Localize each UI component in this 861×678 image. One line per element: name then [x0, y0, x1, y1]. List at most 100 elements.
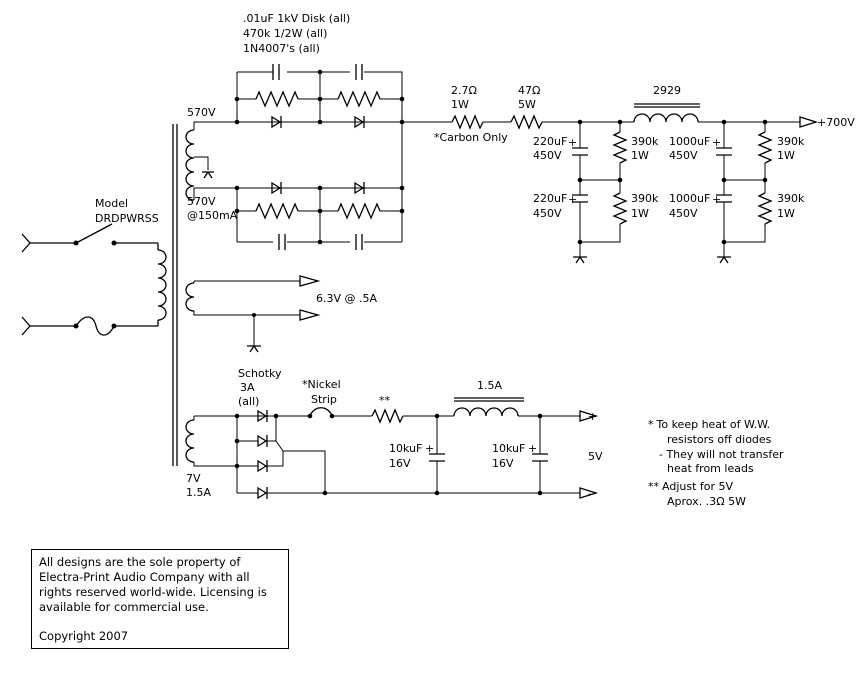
a15-label: 1.5A — [186, 486, 211, 499]
choke-hv-label: 2929 — [653, 84, 681, 97]
model-name-label: DRDPWRSS — [95, 212, 159, 225]
note2-line1: - They will not transfer — [659, 448, 784, 461]
notice-line-1: All designs are the sole property of — [39, 555, 241, 569]
schottky-2 — [257, 434, 268, 448]
fuse — [75, 316, 115, 336]
c220b-value: 220uF — [533, 192, 567, 205]
c10kb-plus: + — [528, 442, 537, 455]
res-390k-4 — [757, 192, 773, 225]
res-390k-3 — [757, 131, 773, 164]
heater-out-b-arrow — [299, 309, 321, 321]
choke-2929-core — [634, 103, 700, 108]
r390a-value: 390k — [631, 135, 659, 148]
cap-001uf-3 — [278, 234, 286, 250]
c1000b-voltage: 450V — [669, 207, 698, 220]
cap-001uf-2 — [355, 64, 363, 80]
c1000a-value: 1000uF — [669, 135, 710, 148]
note3-line1: **Adjust for 5V — [648, 480, 734, 493]
res-470k-4 — [337, 202, 381, 220]
schottky-4 — [257, 486, 268, 500]
schottky-1 — [257, 409, 268, 423]
lv-minus-label: – — [588, 487, 594, 500]
heater-winding — [185, 282, 195, 312]
v5-label: 5V — [588, 450, 603, 463]
choke-lv-label: 1.5A — [477, 379, 502, 392]
c10ka-voltage: 16V — [389, 457, 411, 470]
res-2-7-ohm — [451, 114, 484, 130]
model-label: Model — [95, 197, 128, 210]
mains-plug-bottom-icon — [21, 316, 31, 336]
r2-power: 5W — [518, 98, 536, 111]
r1-power: 1W — [451, 98, 469, 111]
v570-top-label: 570V — [187, 106, 216, 119]
c10kb-value: 10kuF — [492, 442, 525, 455]
hv-ground-1-icon — [573, 256, 587, 264]
res-390k-1 — [612, 131, 628, 164]
r390c-value: 390k — [777, 135, 805, 148]
power-transformer — [157, 121, 321, 467]
diode-spec-label: 1N4007's (all) — [243, 42, 320, 55]
c10kb-voltage: 16V — [492, 457, 514, 470]
choke-2929 — [633, 113, 699, 123]
note1-line2: resistors off diodes — [667, 433, 772, 446]
c1000b-plus: + — [712, 193, 721, 206]
res-470k-3 — [255, 202, 299, 220]
hv-filter — [402, 103, 819, 264]
c1000a-plus: + — [712, 136, 721, 149]
r390b-power: 1W — [631, 207, 649, 220]
c1000a-voltage: 450V — [669, 149, 698, 162]
c10ka-value: 10kuF — [389, 442, 422, 455]
heater-ground-icon — [247, 345, 261, 353]
notice-line-2: Electra-Print Audio Company with all — [39, 570, 250, 584]
lv-supply — [234, 397, 599, 500]
notice-line-4: available for commercial use. — [39, 600, 209, 614]
power-switch — [77, 223, 113, 243]
nickel-label: *Nickel — [302, 378, 341, 391]
lv-secondary-winding — [185, 419, 195, 463]
v7-label: 7V — [186, 472, 201, 485]
mains-plug-top-icon — [21, 233, 31, 253]
schotky-amp-label: 3A — [240, 381, 255, 394]
cap-spec-label: .01uF 1kV Disk (all) — [243, 12, 350, 25]
c1000b-value: 1000uF — [669, 192, 710, 205]
copyright-line: Copyright 2007 — [39, 629, 129, 643]
schotky-all-label: (all) — [238, 395, 259, 408]
lv-minus-arrow — [579, 487, 599, 499]
cap-001uf-1 — [272, 64, 280, 80]
res-390k-2 — [612, 192, 628, 225]
lv-plus-label: + — [588, 410, 597, 423]
res-470k-1 — [255, 90, 299, 108]
note2-line2: heat from leads — [667, 462, 754, 475]
r390a-power: 1W — [631, 149, 649, 162]
res-470k-2 — [337, 90, 381, 108]
diode-1n4007-4 — [354, 181, 365, 195]
current-150-label: @150mA — [187, 209, 238, 222]
component-labels: .01uF 1kV Disk (all) 470k 1/2W (all) 1N4… — [95, 12, 855, 508]
res-spec-label: 470k 1/2W (all) — [243, 27, 327, 40]
lv-plus-arrow — [579, 410, 599, 422]
strip-label: Strip — [311, 393, 337, 406]
diode-1n4007-1 — [271, 115, 282, 129]
res-adjust — [371, 408, 404, 424]
r2-value: 47Ω — [518, 84, 540, 97]
c220b-plus: + — [568, 193, 577, 206]
schottky-3 — [257, 459, 268, 473]
c220b-voltage: 450V — [533, 207, 562, 220]
primary-winding — [157, 249, 167, 321]
r390c-power: 1W — [777, 149, 795, 162]
c10ka-plus: + — [425, 442, 434, 455]
r1-value: 2.7Ω — [451, 84, 477, 97]
mains-input — [21, 223, 158, 336]
res-47-ohm — [510, 114, 543, 130]
c220a-voltage: 450V — [533, 149, 562, 162]
nickel-strip — [309, 407, 333, 417]
hv-secondary-winding — [185, 129, 195, 201]
heater-label: 6.3V @ .5A — [316, 292, 378, 305]
cap-10kuf-2 — [532, 453, 548, 462]
diode-1n4007-3 — [271, 181, 282, 195]
r390b-value: 390k — [631, 192, 659, 205]
choke-1-5a-core — [454, 397, 524, 402]
note3-line2: Aprox. .3Ω 5W — [667, 495, 746, 508]
choke-1-5a — [453, 407, 519, 417]
